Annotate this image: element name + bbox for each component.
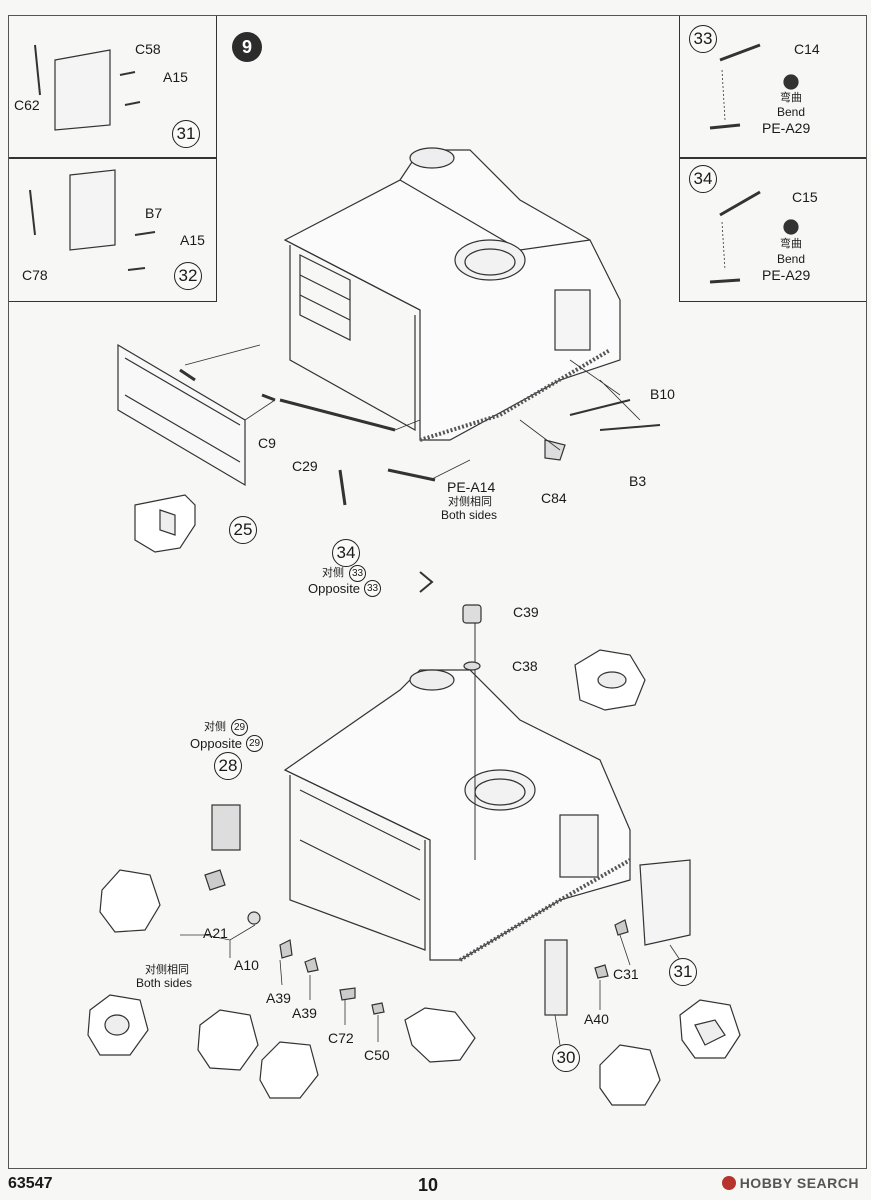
sub-step-33: 33 [689, 25, 717, 53]
part-pe-a29: PE-A29 [762, 267, 811, 283]
page-number: 10 [418, 1175, 439, 1195]
door-panel-25 [117, 343, 246, 487]
part-b7: B7 [145, 205, 163, 221]
watermark-text: HOBBY SEARCH [739, 1175, 859, 1191]
part-b3: B3 [629, 473, 647, 489]
part-pe-a14: PE-A14 [447, 479, 496, 495]
upper-cab-body [283, 147, 621, 442]
both-sides-cn: 对侧相同 [145, 964, 189, 976]
opposite-cn: 对侧 [204, 721, 226, 733]
part-c39: C39 [513, 604, 539, 620]
bend-note-cn: 弯曲 [780, 92, 802, 104]
detail-callouts [87, 494, 741, 1106]
hobby-search-logo-icon [721, 1176, 736, 1190]
part-a39: A39 [292, 1005, 317, 1021]
part-c58: C58 [135, 41, 161, 57]
sub-step-32: 32 [174, 262, 202, 290]
part-a10: A10 [234, 957, 259, 973]
both-sides-cn: 对侧相同 [448, 496, 492, 508]
part-c29: C29 [292, 458, 318, 474]
sub-step-31: 31 [172, 120, 200, 148]
opposite-en: Opposite [190, 736, 243, 751]
watermark: HOBBY SEARCH [721, 1175, 859, 1191]
step-number: 9 [232, 32, 262, 62]
part-a39: A39 [266, 990, 291, 1006]
part-a21: A21 [203, 925, 228, 941]
both-sides-en: Both sides [441, 508, 498, 522]
opposite-ref: 29 [246, 735, 263, 752]
opposite-en: Opposite [308, 581, 361, 596]
opposite-ref: 29 [231, 719, 248, 736]
part-c9: C9 [258, 435, 276, 451]
part-c38: C38 [512, 658, 538, 674]
part-a40: A40 [584, 1011, 609, 1027]
opposite-ref: 33 [349, 565, 366, 582]
part-c72: C72 [328, 1030, 354, 1046]
bend-note-en: Bend [776, 252, 806, 266]
sub-step-30: 30 [552, 1044, 580, 1072]
opposite-cn: 对侧 [322, 567, 344, 579]
opposite-ref: 33 [364, 580, 381, 597]
part-c50: C50 [364, 1047, 390, 1063]
lower-cab-body [283, 620, 631, 962]
part-a15: A15 [163, 69, 188, 85]
part-c62: C62 [14, 97, 40, 113]
bend-note-en: Bend [776, 105, 806, 119]
sub-step-28: 28 [214, 752, 242, 780]
part-pe-a29: PE-A29 [762, 120, 811, 136]
part-a15: A15 [180, 232, 205, 248]
part-c84: C84 [541, 490, 567, 506]
part-c31: C31 [613, 966, 639, 982]
bend-note-cn: 弯曲 [780, 238, 802, 250]
sub-step-31: 31 [669, 958, 697, 986]
sub-step-34: 34 [332, 539, 360, 567]
product-code: 63547 [8, 1175, 53, 1192]
part-c15: C15 [792, 189, 818, 205]
page-border [8, 15, 867, 1169]
part-c78: C78 [22, 267, 48, 283]
sub-step-34: 34 [689, 165, 717, 193]
part-b10: B10 [650, 386, 675, 402]
both-sides-en: Both sides [136, 976, 193, 990]
sub-step-25: 25 [229, 516, 257, 544]
part-c14: C14 [794, 41, 820, 57]
